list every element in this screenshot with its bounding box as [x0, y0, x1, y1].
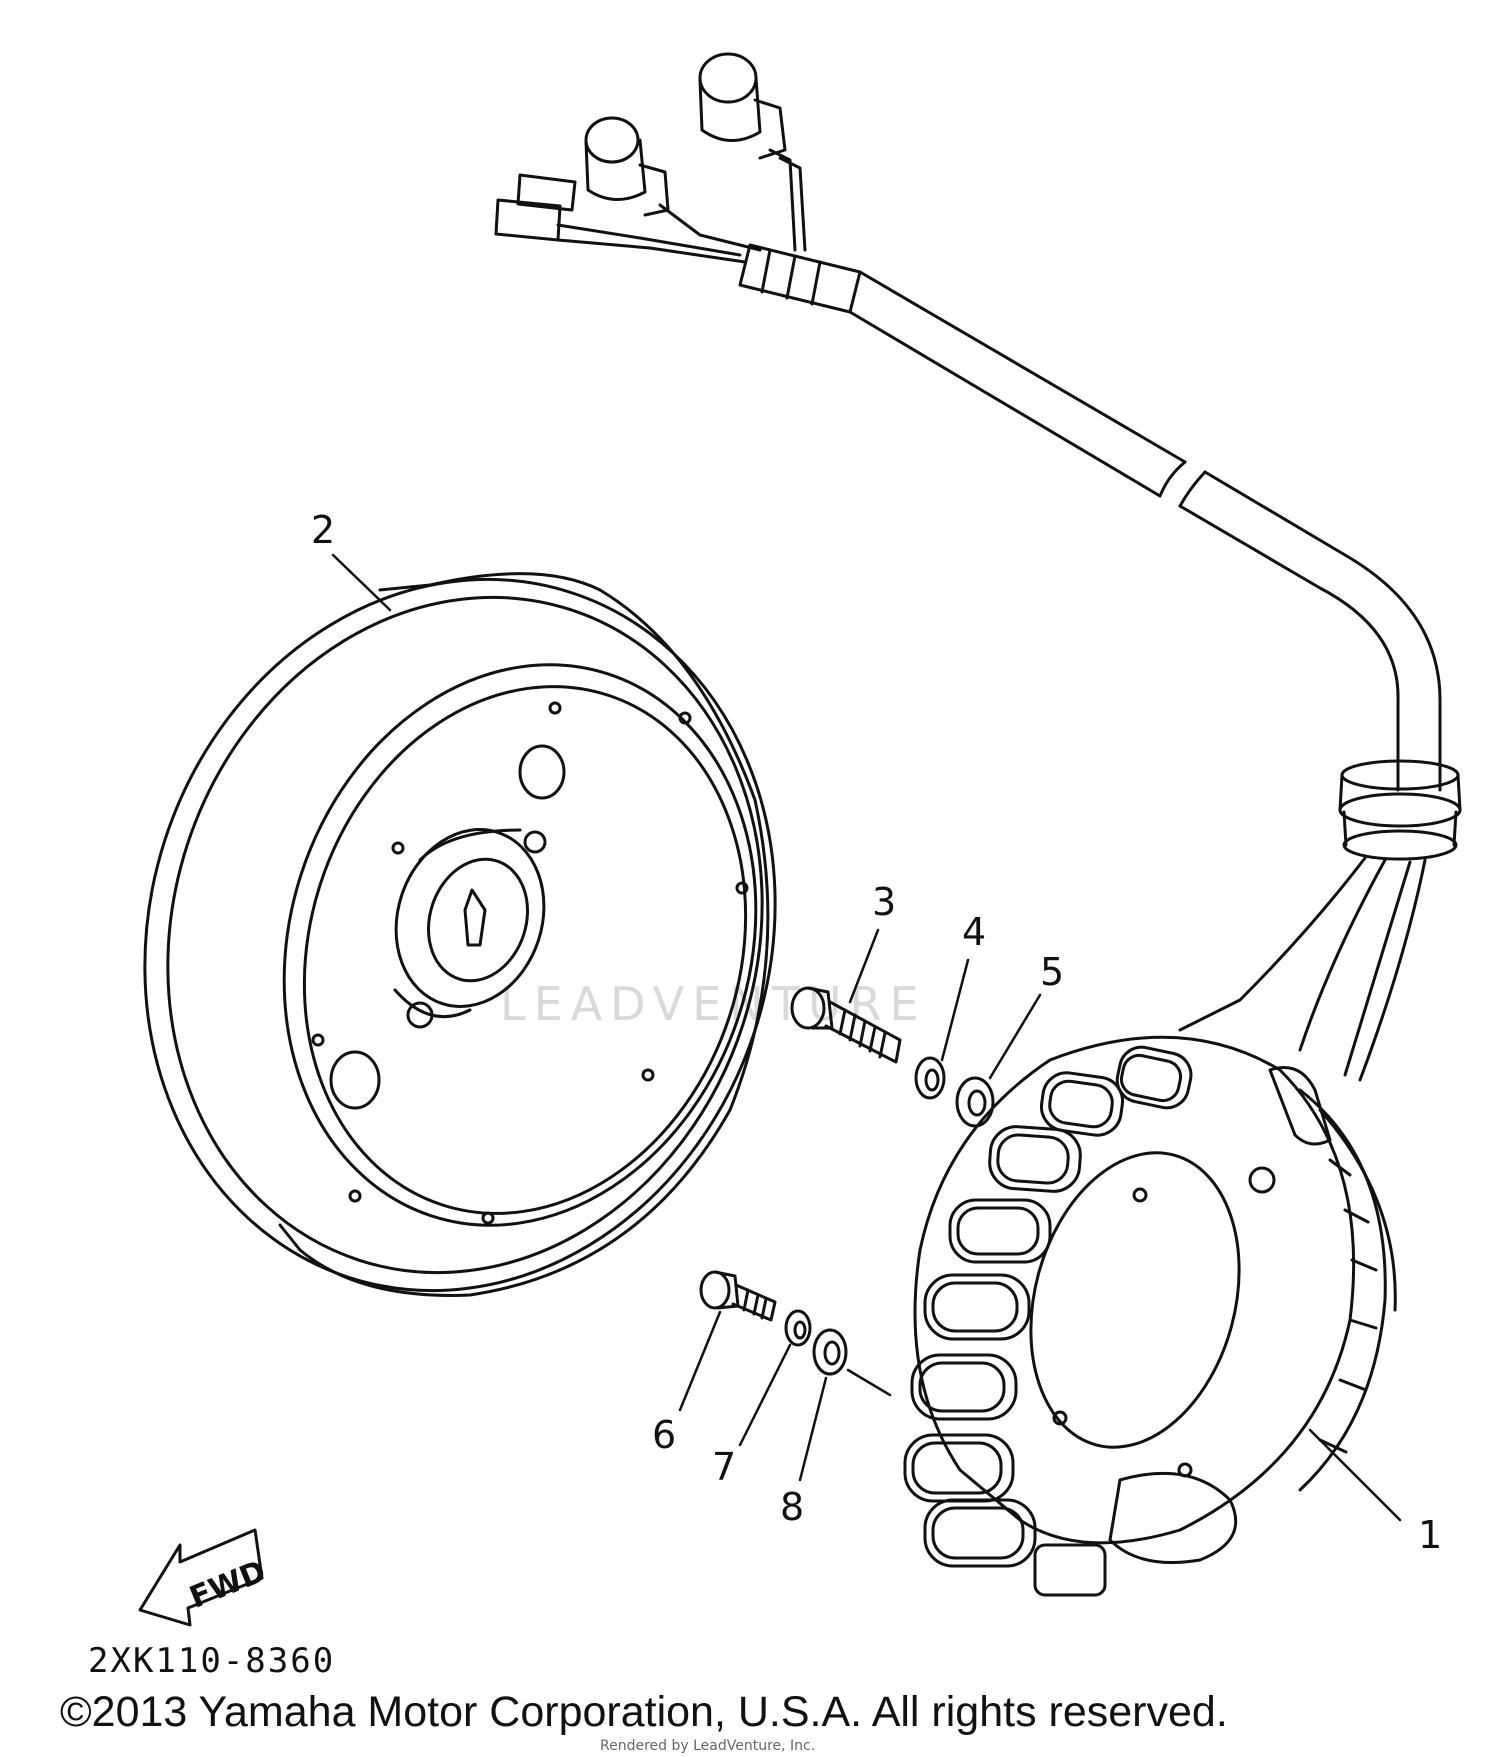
- grommet: [1338, 759, 1462, 861]
- spring-washer-upper: [914, 1056, 946, 1100]
- wiring-harness: [494, 52, 1462, 1082]
- fwd-label: FWD: [185, 1554, 271, 1616]
- plain-washer-lower: [812, 1328, 848, 1376]
- callout-7: 7: [712, 1445, 736, 1489]
- callout-4: 4: [962, 910, 986, 954]
- screw-lower: [699, 1270, 777, 1322]
- leader-lines: [331, 553, 1402, 1522]
- callout-8: 8: [780, 1485, 804, 1529]
- screw-upper: [790, 986, 902, 1064]
- watermark-text: LEADVENTURE: [500, 977, 927, 1031]
- connector-flat: [494, 173, 747, 264]
- rendered-by-note: Rendered by LeadVenture, Inc.: [600, 1738, 816, 1754]
- callout-6: 6: [652, 1413, 676, 1457]
- flywheel-rotor: [143, 572, 777, 1297]
- plain-washer-upper: [955, 1076, 995, 1128]
- callout-1: 1: [1418, 1513, 1442, 1557]
- fwd-arrow-icon: FWD: [138, 1528, 271, 1627]
- spring-washer-lower: [784, 1309, 812, 1347]
- connector-middle: [584, 116, 762, 252]
- copyright-notice: ©2013 Yamaha Motor Corporation, U.S.A. A…: [60, 1688, 1228, 1736]
- callout-2: 2: [311, 508, 335, 552]
- stator-poles: [903, 1045, 1193, 1597]
- stator-assembly: [903, 1035, 1397, 1597]
- callout-3: 3: [872, 880, 896, 924]
- connector-upper: [698, 52, 807, 252]
- callout-5: 5: [1040, 950, 1064, 994]
- part-number: 2XK110-8360: [88, 1641, 335, 1681]
